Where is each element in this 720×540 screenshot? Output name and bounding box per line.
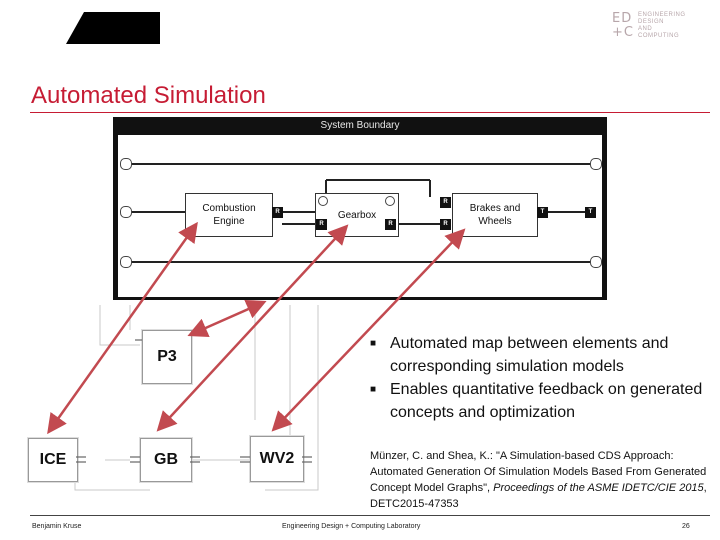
bullet-item: Enables quantitative feedback on generat… [370, 378, 715, 424]
slide-title: Automated Simulation [31, 82, 266, 109]
bullet-item: Automated map between elements and corre… [370, 332, 715, 378]
sim-block-ice: ICE [28, 438, 78, 482]
tag-t-brakes: T [537, 207, 548, 218]
tag-r-brakes-top: R [440, 197, 451, 208]
tag-t-boundary: T [585, 207, 596, 218]
edc-logo-words: ENGINEERING DESIGN AND COMPUTING [637, 12, 686, 39]
footer-lab: Engineering Design + Computing Laborator… [282, 523, 421, 530]
boundary-port-5 [590, 256, 602, 268]
reference-venue: Proceedings of the ASME IDETC/CIE 2015 [493, 482, 704, 494]
reference-authors: Münzer, C. and Shea, K.: "A Simulation-b… [370, 450, 707, 494]
boundary-port-2 [120, 206, 132, 218]
reference-id: , DETC2015-47353 [370, 482, 707, 510]
arrow-p3-gearbox [187, 299, 267, 338]
boundary-port-1 [120, 158, 132, 170]
page-number: 26 [682, 523, 690, 530]
boundary-port-4 [590, 158, 602, 170]
component-brakes-and-wheels: Brakes and Wheels [452, 193, 538, 237]
arrow-gearbox-gb [156, 224, 349, 432]
institution-logo [66, 12, 160, 44]
tag-r-gearbox-right: R [385, 219, 396, 230]
footer-divider [30, 515, 710, 516]
arrow-engine-ice [47, 221, 198, 435]
tag-r-engine: R [272, 207, 283, 218]
gearbox-top-port-2 [385, 196, 395, 206]
gearbox-top-port-1 [318, 196, 328, 206]
edc-logo-mark: ED +C [612, 11, 634, 40]
arrow-brakes-wv2 [271, 228, 466, 432]
title-divider [30, 112, 710, 113]
tag-r-brakes-bottom: R [440, 219, 451, 230]
footer-author: Benjamin Kruse [32, 523, 82, 530]
bullet-list: Automated map between elements and corre… [370, 332, 715, 424]
sim-block-wv2: WV2 [250, 436, 304, 482]
system-boundary-label: System Boundary [320, 120, 400, 131]
reference-citation: Münzer, C. and Shea, K.: "A Simulation-b… [370, 448, 710, 512]
sim-block-gb: GB [140, 438, 192, 482]
edc-logo: ED +C ENGINEERING DESIGN AND COMPUTING [612, 12, 686, 40]
